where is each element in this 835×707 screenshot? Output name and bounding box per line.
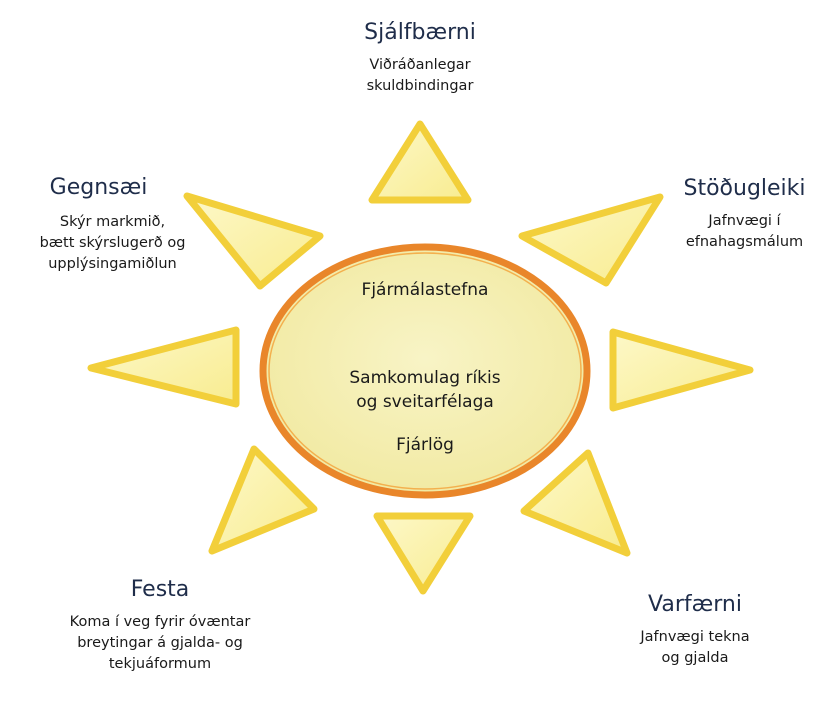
petal-desc-line: tekjuáformum (108, 656, 212, 672)
petal-top-left: Gegnsæi Skýr markmið, bætt skýrslugerð o… (0, 175, 225, 275)
petal-desc-line: og gjalda (661, 650, 729, 666)
petal-desc: Jafnvægi tekna og gjalda (610, 627, 780, 669)
petal-title: Stöðugleiki (683, 176, 806, 201)
ray-bottom-right (520, 449, 631, 557)
petal-title: Sjálfbærni (364, 20, 476, 45)
petal-desc-line: bætt skýrslugerð og (39, 235, 186, 251)
petal-desc: Skýr markmið, bætt skýrslugerð og upplýs… (0, 212, 225, 275)
ray-right (609, 328, 754, 412)
petal-desc-line: Jafnvægi í (708, 213, 781, 229)
petal-top: Sjálfbærni Viðráðanlegar skuldbindingar (320, 20, 520, 97)
petal-desc-line: Viðráðanlegar (369, 57, 471, 73)
petal-desc-line: breytingar á gjalda- og (77, 635, 243, 651)
ray-top (368, 120, 472, 204)
petal-desc-line: efnahagsmálum (685, 234, 804, 250)
petal-bottom-left: Festa Koma í veg fyrir óvæntar breytinga… (40, 577, 280, 675)
petal-desc: Jafnvægi í efnahagsmálum (662, 211, 827, 253)
ray-bottom (373, 512, 474, 595)
petal-title: Varfærni (648, 592, 742, 617)
petal-desc: Koma í veg fyrir óvæntar breytingar á gj… (40, 612, 280, 675)
center-ellipse (259, 243, 591, 499)
petal-desc-line: skuldbindingar (366, 78, 474, 94)
petal-desc-line: upplýsingamiðlun (48, 256, 177, 272)
center-top-label: Fjármálastefna (361, 280, 489, 300)
petal-desc-line: Skýr markmið, (59, 214, 166, 230)
center-bottom-label: Fjárlög (396, 435, 454, 455)
petal-desc: Viðráðanlegar skuldbindingar (320, 55, 520, 97)
petal-bottom-right: Varfærni Jafnvægi tekna og gjalda (610, 592, 780, 669)
ray-left (87, 326, 240, 408)
ray-bottom-left (208, 445, 318, 555)
center-middle-line-1: Samkomulag ríkis (349, 368, 501, 388)
center-ellipse-inner-ring (268, 252, 582, 490)
ray-top-left (183, 192, 324, 290)
center-middle-label: Samkomulag ríkis og sveitarfélaga (300, 366, 550, 414)
petal-top-right: Stöðugleiki Jafnvægi í efnahagsmálum (662, 176, 827, 253)
petal-desc-line: Koma í veg fyrir óvæntar (69, 614, 251, 630)
petal-desc-line: Jafnvægi tekna (640, 629, 750, 645)
petal-title: Festa (130, 577, 190, 602)
ray-top-right (518, 193, 664, 287)
petal-title: Gegnsæi (49, 175, 148, 200)
center-middle-line-2: og sveitarfélaga (356, 392, 494, 412)
